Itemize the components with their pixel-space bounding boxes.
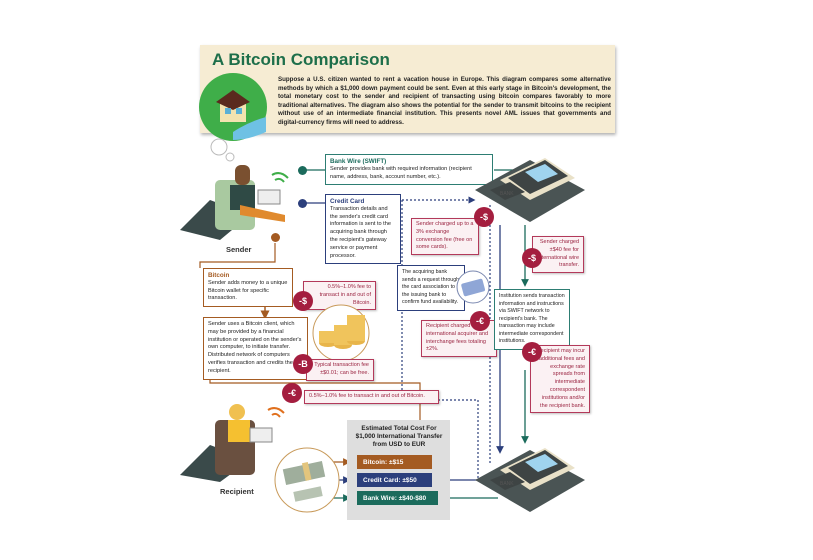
credit-card-dot [298,199,307,208]
credit-card-text: Transaction details and the sender's cre… [330,205,391,259]
credit-card-icon [456,270,490,304]
bitcoin-box: Bitcoin Sender adds money to a unique Bi… [203,268,293,308]
totals-title: Estimated Total Cost For $1,000 Internat… [355,425,443,449]
credit-card-sender-fee: Sender charged up to a 3% exchange conve… [411,218,479,256]
bitcoin-fee-badge: -B [293,354,313,374]
bank-wire-text: Sender provides bank with required infor… [330,165,472,180]
total-credit-card: Credit Card: ±$50 [357,473,432,487]
vacation-house-icon [199,73,267,141]
bank-wire-dot [298,166,307,175]
recipient-label: Recipient [220,487,254,496]
eur-fee-badge: -€ [522,342,542,362]
intro-text: Suppose a U.S. citizen wanted to rent a … [278,76,611,126]
sender-bank-building: BANK [475,158,585,222]
recipient-bank-building: BANK [475,448,585,512]
eur-fee-badge: -€ [470,311,490,331]
bitcoin-coins-icon [312,304,370,362]
usd-fee-badge: -$ [293,291,313,311]
bank-sign: BANK [500,191,514,197]
bitcoin-heading: Bitcoin [208,272,230,279]
bitcoin-recipient-fee: 0.5%–1.0% fee to transact in and out of … [304,390,439,404]
bank-wire-heading: Bank Wire (SWIFT) [330,158,387,165]
credit-card-heading: Credit Card [330,198,365,205]
recipient-illustration [180,404,285,482]
total-bitcoin: Bitcoin: ±$15 [357,455,432,469]
eur-fee-badge: -€ [282,383,302,403]
bank-wire-step2: Institution sends transaction informatio… [494,289,570,350]
usd-fee-badge: -$ [522,248,542,268]
sender-illustration [180,165,289,240]
page-title: A Bitcoin Comparison [212,50,390,69]
credit-card-box: Credit Card Transaction details and the … [325,194,401,265]
sender-label: Sender [226,245,252,254]
bank-wire-recipient-fee: Recipient may incur additional fees and … [530,345,590,414]
bank-sign: BANK [500,481,514,487]
bitcoin-text: Sender adds money to a unique Bitcoin wa… [208,279,288,302]
usd-fee-badge: -$ [474,207,494,227]
bitcoin-dot [271,233,280,242]
cash-icon [274,447,340,513]
thought-bubble-icon [210,138,235,162]
bank-wire-box: Bank Wire (SWIFT) Sender provides bank w… [325,154,493,186]
bitcoin-step2: Sender uses a Bitcoin client, which may … [203,317,308,380]
bitcoin-network-fee: Typical transaction fee ±$0.01; can be f… [306,359,374,381]
credit-card-step2: The acquiring bank sends a request throu… [397,265,465,311]
header-panel [200,45,615,133]
total-bank-wire: Bank Wire: ±$40-$80 [357,491,438,505]
